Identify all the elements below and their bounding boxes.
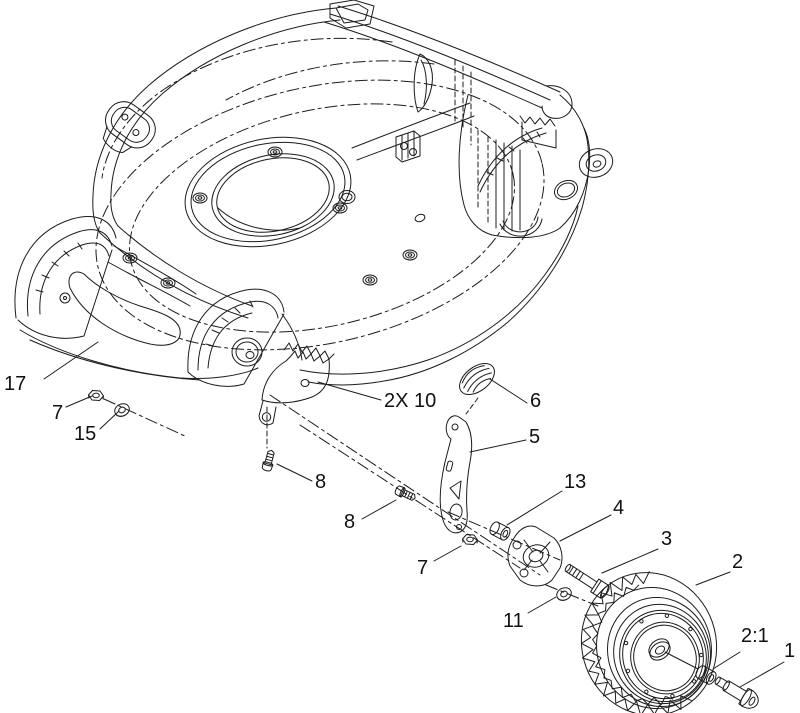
handle-mount-pad [102, 101, 156, 154]
leader-lines [43, 341, 785, 688]
callout-11: 11 [503, 610, 524, 632]
callout-15: 15 [74, 423, 97, 445]
callout-2to1: 2:1 [741, 625, 769, 647]
serrated-flange-part10 [258, 342, 335, 426]
callout-8b: 8 [344, 511, 356, 533]
nut-part7-a [88, 390, 104, 401]
callout-3: 3 [661, 528, 673, 550]
tire-tread [580, 571, 692, 713]
screw-part8-a [260, 448, 277, 473]
lever-part5 [439, 415, 473, 534]
callout-2: 2 [732, 551, 744, 573]
callout-6: 6 [530, 390, 542, 412]
deck-bolt-bosses [122, 146, 418, 289]
bracket-part4 [507, 525, 563, 587]
wheel-part2 [580, 571, 718, 713]
centerlines [103, 394, 699, 670]
mower-deck-drawing [92, 0, 590, 386]
front-bumper-assembly [14, 215, 303, 387]
callout-13: 13 [564, 471, 587, 493]
height-adjust-quadrant [395, 94, 614, 239]
callout-2x10: 2X 10 [384, 390, 437, 412]
callout-7b: 7 [417, 557, 429, 579]
callout-4: 4 [613, 497, 625, 519]
callout-5: 5 [529, 426, 541, 448]
callout-8a: 8 [315, 471, 327, 493]
bolt-part1 [714, 676, 759, 709]
washer-part11 [554, 584, 574, 604]
callout-7a: 7 [52, 402, 64, 424]
rim-holes [623, 613, 704, 699]
callout-1: 1 [784, 640, 796, 662]
grip-part6 [459, 362, 495, 396]
callout-17: 17 [4, 373, 27, 395]
screw-part8-b [393, 484, 418, 504]
bolt-part3 [564, 563, 610, 599]
